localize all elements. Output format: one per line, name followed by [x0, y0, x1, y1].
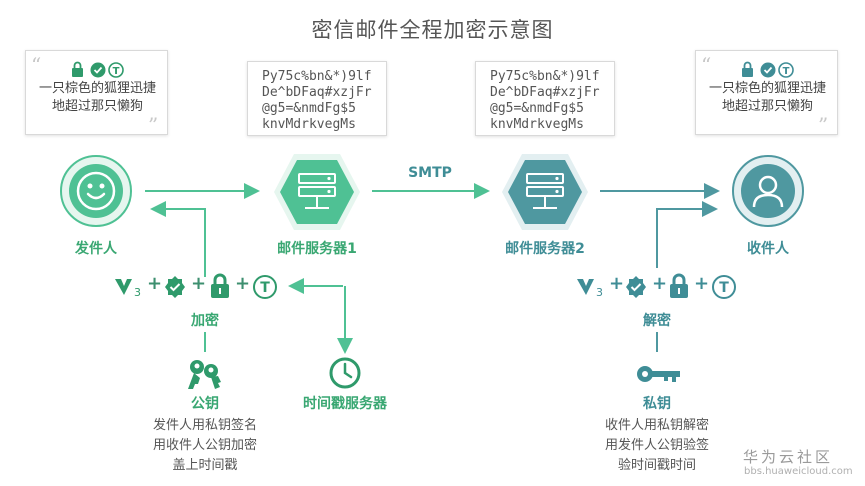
smiley-icon — [60, 155, 132, 227]
timestamp-t-icon: T — [253, 275, 277, 299]
plaintext-line-1: 一只棕色的狐狸迅捷 — [38, 81, 156, 96]
public-key-label: 公钥 — [191, 396, 219, 412]
cipher-line-1: Py75c%bn&*)9lf — [490, 69, 600, 84]
cipher-line-1: Py75c%bn&*)9lf — [262, 69, 372, 84]
node-label-sender: 发件人 — [75, 241, 117, 257]
plaintext-bubble-sender: “ ” T 一只棕色的狐狸迅捷 地超过那只懒狗 — [25, 50, 168, 135]
encrypt-desc-line-3: 盖上时间戳 — [172, 458, 238, 473]
plus-sign: + — [609, 273, 625, 294]
watermark-url: bbs.huaweicloud.com — [744, 466, 853, 477]
clock-icon — [329, 357, 361, 389]
protocol-label: SMTP — [408, 165, 452, 181]
encrypt-label: 加密 — [191, 313, 219, 329]
quote-close-icon: ” — [148, 113, 159, 137]
verified-badge-icon — [626, 276, 646, 298]
verified-badge-icon — [90, 62, 106, 78]
server-icon — [274, 154, 360, 230]
cipher-line-3: @g5=&nmdFg$5 — [490, 101, 584, 116]
lock-icon — [670, 273, 688, 298]
ciphertext-bubble-server1: Py75c%bn&*)9lf De^bDFaq#xzjFr @g5=&nmdFg… — [247, 61, 387, 136]
quote-open-icon: “ — [701, 53, 712, 77]
svg-text:T: T — [783, 66, 790, 77]
timestamp-t-icon: T — [108, 62, 124, 78]
timestamp-t-icon: T — [712, 275, 736, 299]
key-icon — [637, 366, 680, 382]
bubble-icons: T — [72, 61, 124, 78]
quote-close-icon: ” — [818, 113, 829, 137]
lock-icon — [742, 61, 753, 77]
plus-sign: + — [694, 273, 710, 294]
plus-sign: + — [147, 273, 163, 294]
plaintext-bubble-receiver: “ ” T 一只棕色的狐狸迅捷 地超过那只懒狗 — [695, 50, 838, 135]
svg-text:T: T — [260, 280, 270, 296]
node-label-server1: 邮件服务器1 — [277, 241, 357, 257]
decrypt-label: 解密 — [643, 313, 671, 329]
cipher-line-4: knvMdrkvegMs — [262, 117, 356, 132]
cipher-line-4: knvMdrkvegMs — [490, 117, 584, 132]
v3-logo-icon: 3 — [115, 279, 141, 298]
line-decrypt-to-receiver — [656, 201, 718, 268]
decrypt-desc-line-3: 验时间戳时间 — [617, 458, 696, 473]
line-encrypt-to-sender — [150, 201, 206, 277]
bubble-icons: T — [742, 61, 794, 78]
user-icon — [732, 155, 804, 227]
decrypt-desc-line-1: 收件人用私钥解密 — [604, 418, 709, 433]
plus-sign: + — [191, 273, 207, 294]
plaintext-line-2: 地超过那只懒狗 — [51, 99, 143, 114]
v3-subscript: 3 — [596, 286, 603, 298]
svg-text:T: T — [719, 280, 729, 296]
private-key-label: 私钥 — [643, 396, 671, 412]
cipher-line-2: De^bDFaq#xzjFr — [262, 85, 372, 100]
cipher-line-3: @g5=&nmdFg$5 — [262, 101, 356, 116]
keys-icon — [188, 360, 221, 389]
v3-logo-icon: 3 — [577, 279, 603, 298]
lock-icon — [211, 273, 229, 298]
quote-open-icon: “ — [31, 53, 42, 77]
svg-text:T: T — [113, 66, 120, 77]
node-label-receiver: 收件人 — [747, 241, 789, 257]
server-icon — [502, 154, 588, 230]
plaintext-line-1: 一只棕色的狐狸迅捷 — [708, 81, 826, 96]
timestamp-t-icon: T — [778, 62, 794, 78]
plus-sign: + — [652, 273, 668, 294]
plus-sign: + — [235, 273, 251, 294]
verified-badge-icon — [760, 62, 776, 78]
v3-subscript: 3 — [134, 286, 141, 298]
verified-badge-icon — [165, 276, 185, 298]
timestamp-server-label: 时间戳服务器 — [303, 396, 387, 412]
decrypt-desc-line-2: 用发件人公钥验签 — [604, 438, 709, 453]
node-label-server2: 邮件服务器2 — [505, 241, 585, 257]
encrypt-desc-line-2: 用收件人公钥加密 — [152, 438, 257, 453]
plaintext-line-2: 地超过那只懒狗 — [721, 99, 813, 114]
lock-icon — [72, 61, 83, 77]
page-title: 密信邮件全程加密示意图 — [311, 18, 554, 42]
cipher-line-2: De^bDFaq#xzjFr — [490, 85, 600, 100]
ciphertext-bubble-server2: Py75c%bn&*)9lf De^bDFaq#xzjFr @g5=&nmdFg… — [475, 61, 615, 136]
encrypt-desc-line-1: 发件人用私钥签名 — [152, 418, 257, 433]
watermark-brand: 华为云社区 — [743, 448, 834, 466]
